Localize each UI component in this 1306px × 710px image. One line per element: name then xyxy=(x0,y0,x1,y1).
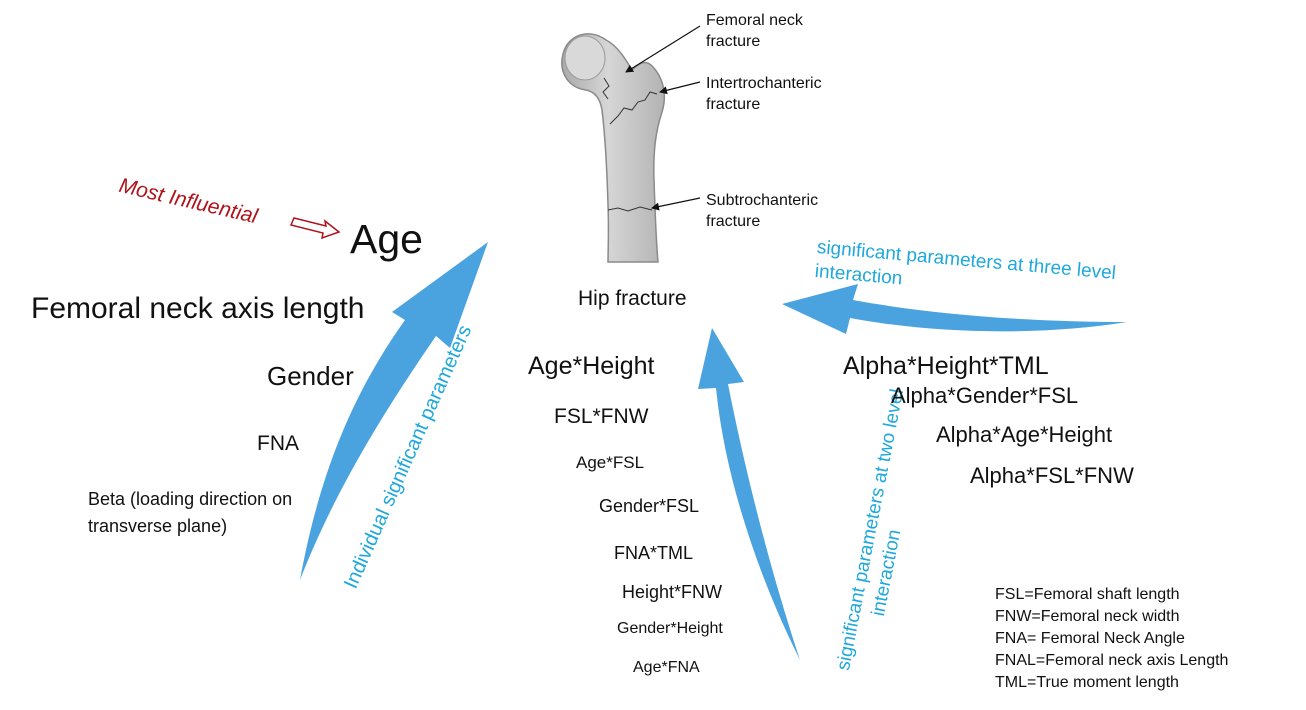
two-level-arrow xyxy=(698,328,800,660)
legend-item-fnw: FNW=Femoral neck width xyxy=(995,608,1180,625)
individual-item-beta-line1: Beta (loading direction on xyxy=(88,489,293,509)
two-level-item-gender-fsl: Gender*FSL xyxy=(599,496,700,516)
sub-callout-line xyxy=(651,197,701,211)
individual-arrow xyxy=(300,242,488,580)
individual-item-femoral-neck-axis-length: Femoral neck axis length xyxy=(31,292,365,325)
intertrochanteric-fracture-line xyxy=(609,91,658,125)
individual-item-fna: FNA xyxy=(257,432,299,455)
subtrochanteric-label-line1: Subtrochanteric xyxy=(706,192,819,209)
legend-item-fna: FNA= Femoral Neck Angle xyxy=(995,630,1185,647)
two-level-item-fna-tml: FNA*TML xyxy=(614,543,694,563)
neck-fracture-label: Femoral neck fracture xyxy=(706,10,803,52)
femur-bone xyxy=(561,33,665,263)
two-level-item-age-height: Age*Height xyxy=(528,352,655,380)
three-level-arrow xyxy=(782,284,1127,334)
two-level-item-age-fna: Age*FNA xyxy=(633,659,700,676)
subtrochanteric-fracture-label: Subtrochanteric fracture xyxy=(706,190,818,232)
femoral-head xyxy=(564,35,606,81)
neck-callout-line xyxy=(625,25,701,73)
two-level-item-gender-height: Gender*Height xyxy=(617,620,723,637)
two-level-item-height-fnw: Height*FNW xyxy=(622,582,723,602)
legend-item-tml: TML=True moment length xyxy=(995,674,1179,691)
hip-fracture-label: Hip fracture xyxy=(578,287,687,310)
intertrochanteric-fracture-label: Intertrochanteric fracture xyxy=(706,73,822,115)
femur-illustration xyxy=(561,33,665,263)
individual-item-gender: Gender xyxy=(267,361,354,391)
individual-item-age: Age xyxy=(350,216,423,262)
subtrochanteric-label-line2: fracture xyxy=(706,213,761,230)
three-level-item-alpha-age-height: Alpha*Age*Height xyxy=(936,422,1113,447)
legend-item-fnal: FNAL=Femoral neck axis Length xyxy=(995,652,1229,669)
two-level-item-fsl-fnw: FSL*FNW xyxy=(554,405,649,428)
intertrochanteric-label-line1: Intertrochanteric xyxy=(706,75,822,92)
abbreviation-legend: FSL=Femoral shaft length FNW=Femoral nec… xyxy=(995,584,1228,694)
neck-fracture-label-line1: Femoral neck xyxy=(706,12,803,29)
three-level-item-alpha-fsl-fnw: Alpha*FSL*FNW xyxy=(970,463,1134,488)
neck-fracture-line xyxy=(602,77,610,100)
two-level-item-age-fsl: Age*FSL xyxy=(576,453,645,472)
most-influential-arrow xyxy=(289,217,341,240)
three-level-item-alpha-gender-fsl: Alpha*Gender*FSL xyxy=(891,383,1079,408)
individual-item-beta-line2: transverse plane) xyxy=(88,516,228,536)
legend-item-fsl: FSL=Femoral shaft length xyxy=(995,586,1180,603)
neck-fracture-label-line2: fracture xyxy=(706,33,761,50)
intertrochanteric-label-line2: fracture xyxy=(706,96,761,113)
subtrochanteric-fracture-line xyxy=(607,206,653,212)
inter-callout-line xyxy=(659,81,701,95)
three-level-item-alpha-height-tml: Alpha*Height*TML xyxy=(843,352,1049,380)
